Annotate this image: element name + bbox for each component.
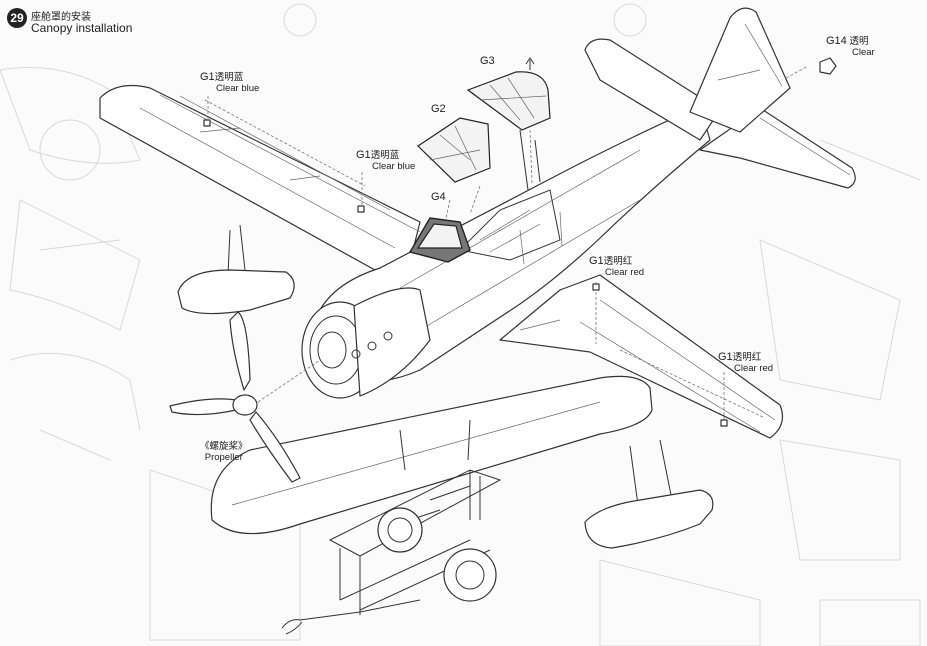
color-en: Clear blue [372,161,416,172]
right-wing [499,274,783,439]
callout-g4: G4 [431,191,446,203]
step-title-en: Canopy installation [31,21,133,35]
canopy-g2-middle [417,117,491,183]
callout-g1-fuselage: G1透明蓝 Clear blue [356,149,416,173]
part-code: G1 [589,255,604,267]
propeller-drawing [169,311,321,483]
wingtip-float-left [177,224,295,315]
left-wing [99,85,421,271]
canopy-g4-windscreen [408,217,471,263]
part-code: G1 [356,149,371,161]
color-cn: 透明蓝 [214,72,244,83]
color-cn: 透明蓝 [370,150,400,161]
cockpit-area [458,129,561,261]
callout-g2: G2 [431,103,446,115]
propeller-cn: 《螺旋桨》 [200,441,248,452]
vertical-fin [689,7,791,133]
callout-g1-right-wing-inner: G1透明红 Clear red [589,255,645,279]
color-cn: 透明 [849,36,869,47]
clear-lights [203,119,728,427]
step-title-cn: 座舱罩的安装 [31,12,91,23]
callout-propeller: 《螺旋桨》 Propeller [200,441,248,463]
callout-g14: G14 透明 Clear [826,35,875,59]
callout-g1-right-wing-outer: G1透明红 Clear red [718,351,774,375]
engine-cowling [301,287,431,399]
color-cn: 透明红 [732,352,762,363]
part-g14-tail-light [819,57,837,75]
color-en: Clear red [734,363,774,374]
color-en: Clear [852,47,875,58]
color-cn: 透明红 [603,256,633,267]
beaching-trolley [281,469,502,635]
color-en: Clear red [605,267,645,278]
step-number-badge: 29 [7,8,27,28]
wingtip-float-right [584,439,714,549]
main-float [210,375,653,535]
part-code: G14 [826,35,847,47]
part-code: G1 [718,351,733,363]
background-ghost-sketch [0,3,921,646]
callout-g3: G3 [480,55,495,67]
callout-g1-left-wing: G1透明蓝 Clear blue [200,71,260,95]
propeller-en: Propeller [204,452,243,463]
assembly-guide-lines [207,57,809,420]
canopy-g3-rear [466,71,551,131]
part-code: G1 [200,71,215,83]
color-en: Clear blue [216,83,260,94]
